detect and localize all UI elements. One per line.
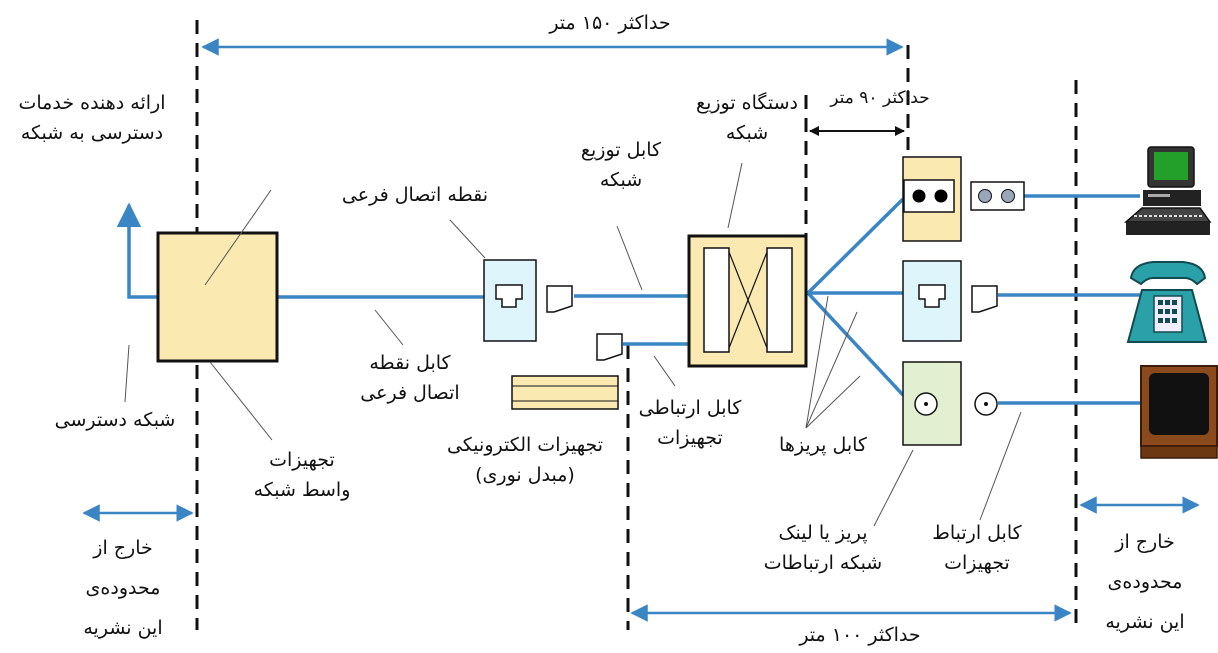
leader-access-network	[124, 344, 130, 403]
electronic-equipment-box	[511, 375, 619, 410]
leader-outlet-cables-3	[805, 375, 861, 429]
label-access-provider: ارائه دهنده خدمات دسترسی به شبکه	[18, 92, 166, 144]
label-max-150m: حداکثر ۱۵۰ متر	[549, 12, 671, 34]
data-plug-pin-right	[1001, 189, 1015, 203]
leader-access-provider	[204, 189, 272, 286]
label-max-100m: حداکثر ۱۰۰ متر	[799, 624, 921, 646]
label-interface-equipment: تجهیزات واسط شبکه	[253, 449, 351, 501]
label-max-90m: حداکثر ۹۰ متر	[830, 88, 930, 108]
cross-connect-b	[728, 251, 768, 349]
label-distribution-device: دستگاه توزیع شبکه	[695, 92, 799, 144]
television-icon	[1140, 365, 1218, 459]
leader-equipment-cable	[979, 411, 1022, 521]
leader-sub-connection-point	[449, 219, 486, 259]
label-outside-scope-left: خارج از محدوده‌ی این نشریه	[83, 537, 163, 639]
leader-sub-connection-cable	[374, 309, 404, 346]
network-interface-box	[156, 231, 279, 363]
label-patch-cable: کابل ارتباطی تجهیزات	[638, 397, 742, 449]
leader-distribution-cable	[616, 225, 643, 291]
phone-plug-icon	[971, 285, 998, 313]
data-outlet-pin-left	[912, 189, 926, 203]
leader-outlet-cables-2	[805, 311, 858, 429]
label-sub-connection-point: نقطه اتصال فرعی	[341, 184, 489, 206]
coax-plug-center	[984, 402, 988, 406]
leader-interface-equipment	[209, 361, 273, 441]
fiber-plug-icon	[546, 285, 573, 313]
leader-outlet-or-link	[873, 449, 914, 527]
label-access-network: شبکه دسترسی	[54, 409, 176, 431]
access-network-cable	[116, 202, 158, 299]
outlet-cable-bottom	[806, 291, 905, 397]
computer-icon	[1124, 146, 1212, 235]
rj45-jack-icon	[495, 284, 523, 308]
coax-outlet-center	[924, 402, 928, 406]
label-outlet-or-link: پریز یا لینک شبکه ارتباطات	[763, 522, 883, 574]
label-sub-connection-cable: کابل نقطه اتصال فرعی	[360, 352, 460, 404]
data-outlet-pin-right	[934, 189, 948, 203]
outlet-cable-top	[806, 197, 905, 295]
patch-plug-icon	[596, 333, 623, 361]
label-equipment-cable: کابل ارتباط تجهیزات	[932, 522, 1022, 574]
leader-distribution-device	[727, 162, 743, 229]
label-outlet-cables: کابل پریزها	[779, 434, 867, 456]
distribution-panel-right	[766, 247, 793, 353]
data-plug-pin-left	[978, 189, 992, 203]
label-electronic-equipment: تجهیزات الکترونیکی (مبدل نوری)	[446, 434, 604, 486]
label-distribution-cable: کابل توزیع شبکه	[580, 139, 662, 191]
label-outside-scope-right: خارج از محدوده‌ی این نشریه	[1105, 531, 1185, 633]
leader-patch-cable	[653, 355, 676, 387]
distribution-panel-left	[703, 247, 730, 353]
rj45-jack-icon	[918, 284, 946, 308]
leader-outlet-cables-1	[805, 295, 829, 429]
telephone-icon	[1126, 261, 1208, 343]
